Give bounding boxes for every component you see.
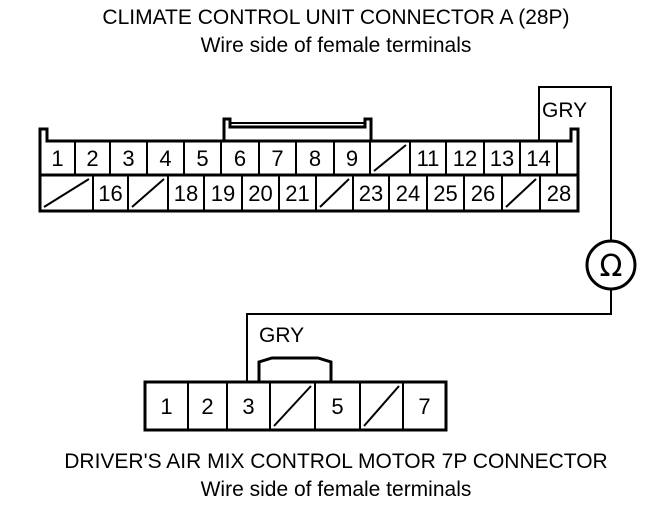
- terminal-number: 28: [547, 181, 571, 206]
- ohmmeter-icon: Ω: [585, 239, 637, 291]
- empty-terminal-slash: [363, 385, 400, 427]
- wire-connector-a-to-meter: [538, 86, 612, 241]
- empty-terminal-slash: [505, 178, 537, 208]
- terminal-number: 9: [346, 146, 358, 171]
- connector-a-subtitle: Wire side of female terminals: [200, 34, 472, 57]
- empty-terminal-slash: [273, 385, 312, 427]
- terminal-number: 12: [453, 146, 477, 171]
- connector-b-title: DRIVER'S AIR MIX CONTROL MOTOR 7P CONNEC…: [64, 450, 608, 473]
- empty-terminal-slash: [373, 144, 407, 172]
- terminal-number: 7: [418, 394, 430, 419]
- wire-color-label-b: GRY: [259, 324, 304, 347]
- terminal-number: 3: [242, 394, 254, 419]
- terminal-number: 20: [248, 181, 272, 206]
- wires: [246, 86, 612, 382]
- terminal-number: 1: [51, 146, 63, 171]
- empty-terminal-slash: [131, 178, 165, 208]
- terminal-number: 11: [417, 146, 440, 171]
- terminal-number: 14: [526, 146, 550, 171]
- ohm-symbol: Ω: [600, 249, 623, 284]
- ohmmeter-circle: [585, 239, 637, 291]
- empty-terminal-slash: [319, 178, 350, 208]
- terminal-number: 3: [122, 146, 134, 171]
- connector-b: 1 2 3 5 7: [143, 356, 448, 432]
- terminal-number: 18: [174, 181, 198, 206]
- connector-b-subtitle: Wire side of female terminals: [200, 478, 472, 501]
- terminal-number: 25: [433, 181, 457, 206]
- connector-a-latch: [222, 117, 373, 141]
- connector-a-body: [38, 127, 580, 213]
- terminal-number: 21: [285, 181, 309, 206]
- terminal-number: 1: [160, 394, 172, 419]
- terminal-number: 5: [331, 394, 343, 419]
- wire-meter-to-connector-b: [246, 289, 612, 382]
- terminal-number: 19: [211, 181, 235, 206]
- connector-b-latch: [257, 356, 333, 382]
- terminal-number: 8: [309, 146, 321, 171]
- wire-color-label-a: GRY: [542, 99, 587, 122]
- connector-a-title: CLIMATE CONTROL UNIT CONNECTOR A (28P): [102, 6, 570, 29]
- terminal-number: 26: [471, 181, 495, 206]
- terminal-number: 2: [86, 146, 98, 171]
- terminal-number: 2: [201, 394, 213, 419]
- terminal-number: 24: [396, 181, 420, 206]
- terminal-number: 7: [271, 146, 283, 171]
- terminal-number: 13: [490, 146, 514, 171]
- terminal-number: 6: [234, 146, 246, 171]
- terminal-number: 23: [359, 181, 383, 206]
- terminal-number: 16: [98, 181, 122, 206]
- terminal-number: 4: [159, 146, 171, 171]
- connector-b-body: [143, 380, 448, 432]
- empty-terminal-slash: [43, 178, 90, 208]
- terminal-number: 5: [196, 146, 208, 171]
